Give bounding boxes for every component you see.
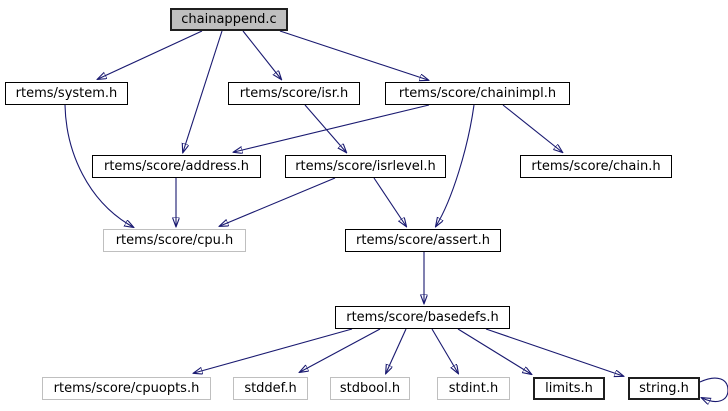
edge-basedefs-to-stdbool [386, 328, 407, 373]
node-stdbool-h: stdbool.h [330, 377, 410, 400]
edge-basedefs-to-stddef [300, 328, 381, 372]
node-rtems-score-address-h[interactable]: rtems/score/address.h [92, 155, 261, 178]
edge-chainimpl-to-chain [502, 104, 562, 152]
node-rtems-score-isrlevel-h[interactable]: rtems/score/isrlevel.h [285, 155, 446, 178]
edge-isrlevel-to-cpu [220, 177, 336, 226]
edge-basedefs-to-stdint [431, 328, 458, 373]
node-chainappend-c: chainappend.c [170, 8, 288, 31]
edge-chainappend-to-system [98, 30, 203, 79]
node-rtems-score-cpu-h: rtems/score/cpu.h [103, 229, 246, 252]
node-rtems-score-cpuopts-h: rtems/score/cpuopts.h [42, 377, 211, 400]
node-stddef-h: stddef.h [233, 377, 308, 400]
node-rtems-score-basedefs-h[interactable]: rtems/score/basedefs.h [335, 306, 510, 329]
node-limits-h[interactable]: limits.h [533, 377, 605, 400]
edge-basedefs-to-cpuopts [194, 328, 353, 373]
node-stdint-h: stdint.h [437, 377, 510, 400]
edge-isrlevel-to-assert [373, 177, 406, 226]
edge-chainappend-to-chainimpl [279, 30, 428, 80]
edge-chainappend-to-address [183, 30, 223, 152]
edge-chainimpl-to-assert [436, 104, 475, 226]
node-rtems-score-chain-h[interactable]: rtems/score/chain.h [520, 155, 672, 178]
edge-basedefs-to-limits [457, 328, 531, 374]
node-rtems-score-chainimpl-h[interactable]: rtems/score/chainimpl.h [385, 82, 570, 105]
edge-chainappend-to-isr [242, 30, 281, 79]
edge-isr-to-isrlevel [304, 104, 346, 152]
edge-string-self-loop [700, 377, 728, 401]
edge-basedefs-to-string [485, 328, 623, 376]
edge-system-to-cpu [64, 104, 133, 227]
node-string-h[interactable]: string.h [628, 377, 700, 400]
node-rtems-score-assert-h[interactable]: rtems/score/assert.h [345, 229, 501, 252]
node-rtems-system-h[interactable]: rtems/system.h [5, 82, 128, 105]
node-rtems-score-isr-h[interactable]: rtems/score/isr.h [228, 82, 360, 105]
edge-chainimpl-to-address [234, 104, 430, 152]
